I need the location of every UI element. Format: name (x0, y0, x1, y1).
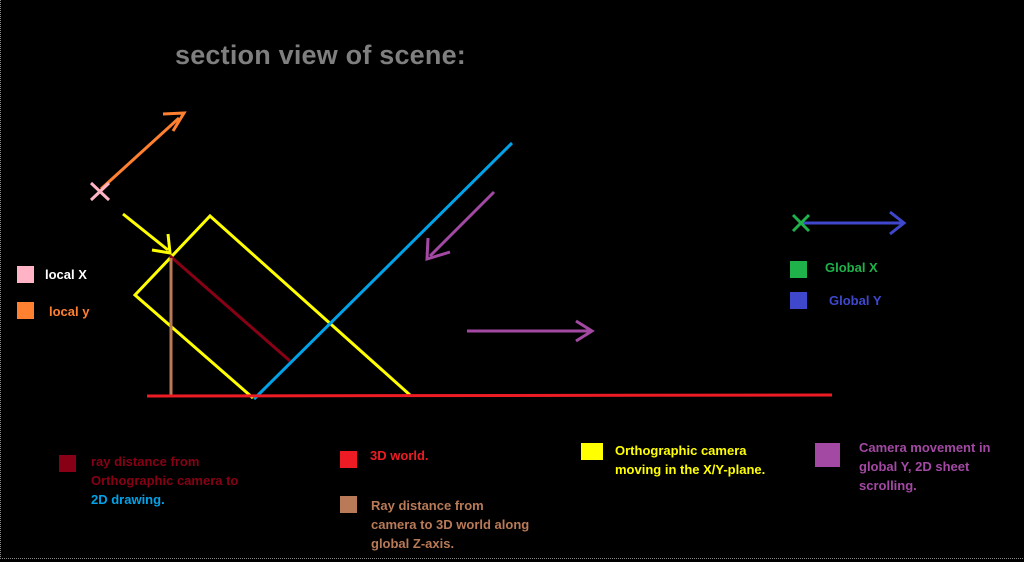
ortho-camera-label-line2: moving in the X/Y-plane. (615, 462, 766, 477)
global-y-label: Global Y (829, 293, 882, 308)
global-x-label: Global X (825, 260, 878, 275)
camera-view-direction-arrow (122, 212, 172, 255)
camera-movement-swatch (815, 443, 840, 467)
ray-world-swatch (340, 496, 357, 513)
ray-ortho-label-line2: Orthographic camera to (91, 473, 239, 488)
diagram-title: section view of scene: (175, 40, 466, 70)
ray-world-label-line2: camera to 3D world along (371, 517, 530, 532)
ray-world-label-line1: Ray distance from (371, 498, 484, 513)
world-3d-label: 3D world. (370, 448, 429, 463)
local-y-label: local y (49, 304, 90, 319)
ortho-camera-label-line1: Orthographic camera (615, 443, 747, 458)
global-x-cross-b (791, 213, 811, 233)
global-y-arrow-head (889, 210, 907, 236)
world-3d-swatch (340, 451, 357, 468)
local-axes (89, 111, 187, 202)
local-y-arrow-head (162, 111, 187, 132)
local-x-swatch (17, 266, 34, 283)
ortho-camera-swatch (581, 443, 603, 460)
ray-ortho-label-line1: ray distance from (91, 454, 200, 469)
local-y-swatch (17, 302, 34, 319)
ray-world-label-line3: global Z-axis. (371, 536, 455, 551)
ray-ortho-swatch (59, 455, 76, 472)
local-y-arrow-shaft (99, 116, 181, 191)
ray-world-label: Ray distance from camera to 3D world alo… (371, 496, 529, 553)
camera-movement-label: Camera movement in global Y, 2D sheet sc… (859, 438, 991, 495)
local-x-label: local X (45, 267, 87, 282)
global-y-swatch (790, 292, 807, 309)
orthographic-camera-frame (132, 213, 412, 400)
drawing-2d-line (252, 141, 514, 401)
world-3d-line (146, 393, 833, 398)
ortho-camera-label: Orthographic camera moving in the X/Y-pl… (615, 441, 765, 479)
global-axes (791, 210, 907, 236)
global-x-swatch (790, 261, 807, 278)
camera-movement-label-line1: Camera movement in (859, 440, 991, 455)
camera-movement-label-line2: global Y, 2D sheet (859, 459, 970, 474)
ray-ortho-label: ray distance from Orthographic camera to… (91, 452, 238, 509)
ray-ortho-to-drawing (169, 254, 291, 363)
camera-movement-label-line3: scrolling. (859, 478, 917, 493)
camera-movement-diagonal-arrow (425, 190, 496, 262)
camera-movement-horizontal-arrow (467, 319, 595, 343)
ray-ortho-label-line3: 2D drawing. (91, 492, 165, 507)
local-x-cross-b (89, 181, 111, 202)
